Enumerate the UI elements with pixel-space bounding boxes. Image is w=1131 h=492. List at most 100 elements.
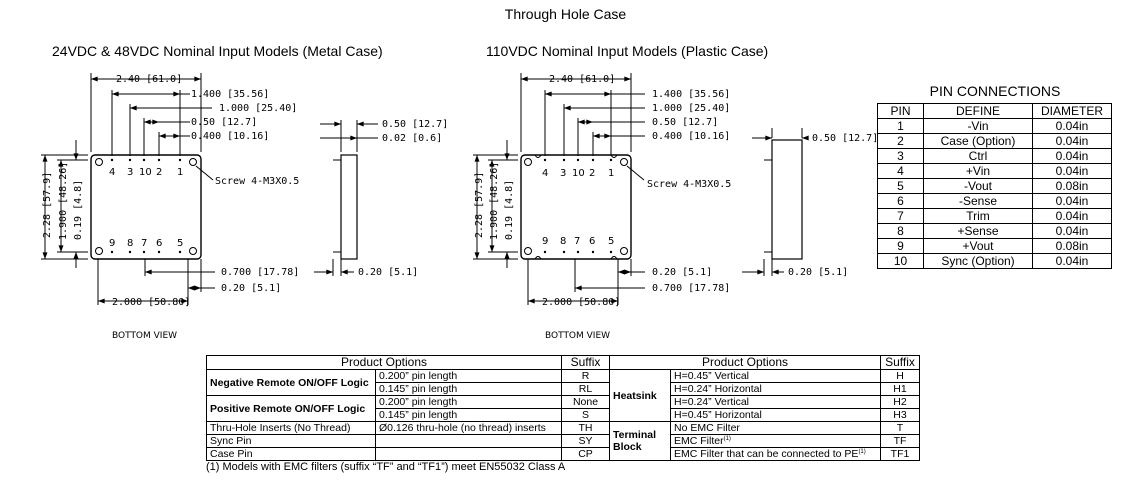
right-side-dim-020: 0.20 [5.1] (788, 267, 848, 278)
left-dim-1900: 1.900 [48.26] (58, 162, 69, 240)
option-suffix: None (561, 395, 610, 409)
right-dim-1000: 1.000 [25.40] (652, 103, 730, 114)
pin-number: 7 (877, 208, 924, 224)
right-pin-7: 7 (574, 236, 580, 247)
pin-number: 1 (877, 118, 924, 134)
pin-number: 5 (877, 178, 924, 194)
pin-number: 8 (877, 223, 924, 239)
footnote-mark: (1) (723, 436, 731, 442)
right-dim-2000: 2.000 [50.80] (542, 297, 620, 308)
pin-define: Ctrl (923, 148, 1033, 164)
pin-define: -Vin (923, 118, 1033, 134)
option-suffix: H (880, 369, 920, 383)
pin-define: +Sense (923, 223, 1033, 239)
right-pin-4: 4 (542, 168, 548, 179)
right-side-dim-050: 0.50 [12.7] (812, 133, 878, 144)
left-pin-7: 7 (141, 238, 147, 249)
left-side-dim-002: 0.02 [0.6] (382, 133, 442, 144)
terminal-block-label: Terminal Block (609, 421, 671, 461)
right-pin-3: 3 (560, 168, 566, 179)
left-pin-9: 9 (109, 238, 115, 249)
option-desc: Ø0.126 thru-hole (no thread) inserts (375, 421, 562, 435)
left-pin-1: 1 (177, 167, 183, 178)
pin-diameter: 0.04in (1032, 133, 1112, 149)
right-dim-050: 0.50 [12.7] (652, 117, 718, 128)
case-pin-label: Case Pin (206, 447, 376, 461)
suffix-header-right: Suffix (880, 355, 920, 370)
pin-diameter: 0.04in (1032, 208, 1112, 224)
option-suffix: H3 (880, 408, 920, 422)
left-dim-1400: 1.400 [35.56] (191, 89, 269, 100)
left-dim-1000: 1.000 [25.40] (219, 103, 297, 114)
pin-number: 3 (877, 148, 924, 164)
left-dim-0400: 0.400 [10.16] (191, 131, 269, 142)
option-suffix: S (561, 408, 610, 422)
pin-define: +Vin (923, 163, 1033, 179)
option-desc: H=0.45” Horizontal (670, 408, 881, 422)
option-suffix: CP (561, 447, 610, 461)
option-desc: H=0.24” Vertical (670, 395, 881, 409)
left-pin-10: 10 (139, 167, 152, 178)
pin-number: 9 (877, 238, 924, 254)
right-dim-1400: 1.400 [35.56] (652, 89, 730, 100)
pin-number: 10 (877, 253, 924, 269)
option-suffix: TH (561, 421, 610, 435)
right-dim-height: 2.28 [57.9] (474, 172, 485, 238)
option-suffix: TF1 (880, 447, 920, 461)
right-pin-6: 6 (589, 236, 595, 247)
emc-pe-text: EMC Filter that can be connected to PE (674, 448, 859, 460)
right-drawing: 4 3 10 2 1 9 8 7 6 5 Screw 4-M3X0.5 2.40… (473, 73, 878, 341)
left-bottom-view-label: BOTTOM VIEW (112, 331, 177, 341)
option-suffix: SY (561, 434, 610, 448)
left-side-dim-020: 0.20 [5.1] (358, 267, 418, 278)
option-desc: 0.200” pin length (375, 395, 562, 409)
pin-diameter: 0.04in (1032, 148, 1112, 164)
option-desc-empty (375, 434, 562, 448)
emc-filter-text: EMC Filter (674, 435, 724, 447)
right-dim-020: 0.20 [5.1] (652, 267, 712, 278)
pin-define: -Sense (923, 193, 1033, 209)
footnote-mark: (1) (858, 449, 866, 455)
left-dim-020: 0.20 [5.1] (221, 283, 281, 294)
sync-pin-label: Sync Pin (206, 434, 376, 448)
right-dim-019: 0.19 [4.8] (504, 180, 515, 240)
pin-define: +Vout (923, 238, 1033, 254)
option-desc: 0.145” pin length (375, 408, 562, 422)
pin-define: Sync (Option) (923, 253, 1033, 269)
pin-connections-title: PIN CONNECTIONS (929, 83, 1061, 99)
col-define: DEFINE (923, 103, 1033, 119)
pin-number: 4 (877, 163, 924, 179)
left-pin-3: 3 (127, 167, 133, 178)
options-header-left: Product Options (206, 355, 562, 370)
left-pin-6: 6 (156, 238, 162, 249)
right-pin-5: 5 (608, 236, 614, 247)
right-pin-1: 1 (608, 168, 614, 179)
pin-diameter: 0.04in (1032, 118, 1112, 134)
left-dim-2000: 2.000 [50.80] (112, 297, 190, 308)
pin-table-header: PIN DEFINE DIAMETER (877, 103, 1112, 119)
left-dim-height: 2.28 [57.9] (42, 172, 53, 238)
right-pin-2: 2 (589, 168, 595, 179)
left-pin-8: 8 (127, 238, 133, 249)
negative-logic-label: Negative Remote ON/OFF Logic (206, 369, 376, 396)
left-dim-width: 2.40 [61.0] (116, 74, 182, 85)
left-pin-2: 2 (156, 167, 162, 178)
pin-diameter: 0.04in (1032, 253, 1112, 269)
option-desc: 0.200” pin length (375, 369, 562, 383)
heatsink-label: Heatsink (609, 369, 671, 422)
right-pin-10: 10 (572, 168, 585, 179)
option-desc: H=0.45” Vertical (670, 369, 881, 383)
footnote: (1) Models with EMC filters (suffix “TF”… (206, 461, 566, 473)
left-dim-050: 0.50 [12.7] (191, 117, 257, 128)
product-options-table: Product Options Suffix Product Options S… (206, 355, 920, 461)
pin-number: 2 (877, 133, 924, 149)
pin-diameter: 0.04in (1032, 193, 1112, 209)
pin-diameter: 0.08in (1032, 238, 1112, 254)
